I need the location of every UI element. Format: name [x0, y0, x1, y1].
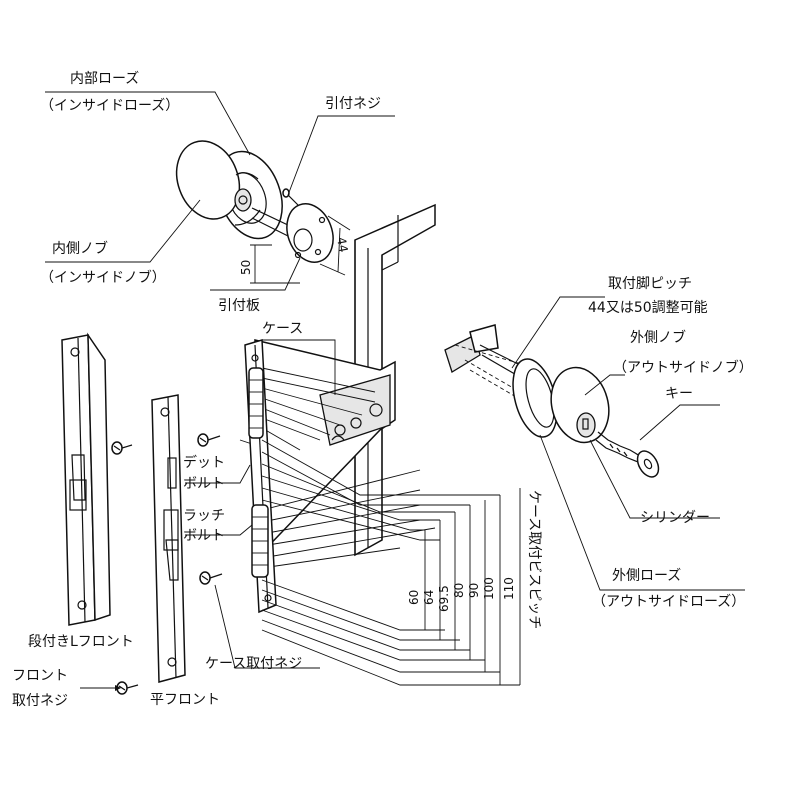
label-mounting-screw: 引付ネジ	[325, 96, 381, 112]
label-inside-knob-alt: （インサイドノブ）	[40, 269, 166, 286]
label-cylinder: シリンダー	[640, 510, 710, 526]
label-dead-bolt-1: デット	[183, 454, 225, 471]
dim-64-label: 64	[422, 590, 436, 605]
dim-80-label: 80	[452, 583, 466, 598]
case-hole	[369, 403, 383, 417]
dim-90-label: 90	[467, 583, 481, 598]
label-inside-rose: 内部ローズ	[70, 71, 139, 87]
label-flat-front: 平フロント	[150, 692, 220, 708]
dimension-44-plate: 44	[319, 215, 350, 276]
dim-69-5-label: 69.5	[437, 585, 451, 612]
key-part	[595, 431, 660, 478]
case-mounting-screw-top	[197, 433, 221, 447]
dim-110-label: 110	[502, 577, 516, 600]
dim-60-label: 60	[407, 590, 421, 605]
dim-44-label: 44	[334, 236, 350, 253]
mounting-plate	[286, 203, 334, 263]
label-inside-rose-alt: （インサイドローズ）	[40, 98, 179, 114]
case-face-plate	[244, 339, 277, 614]
inside-knob-assembly	[175, 140, 291, 240]
cylinder	[576, 412, 596, 438]
label-inside-knob: 内側ノブ	[52, 240, 108, 257]
label-outside-rose-alt: （アウトサイドローズ）	[592, 594, 745, 610]
flat-front	[151, 394, 186, 683]
stepped-l-front	[61, 332, 111, 626]
dead-bolt	[248, 367, 264, 439]
inside-knob	[175, 140, 241, 220]
latch-bolt	[251, 504, 269, 578]
label-outside-knob: 外側ノブ	[630, 329, 686, 346]
case-hole	[350, 417, 362, 429]
dim-50-label: 50	[239, 260, 253, 275]
dimension-50: 50	[239, 244, 300, 284]
label-latch-bolt-1: ラッチ	[183, 508, 225, 524]
outside-knob-assembly	[444, 324, 610, 444]
mounting-screw-part	[282, 188, 299, 206]
label-case-screw: ケース取付ネジ	[205, 656, 302, 672]
label-outside-rose: 外側ローズ	[612, 568, 681, 584]
label-case-screw-pitch: ケース取付ビスピッチ	[526, 490, 542, 629]
leader-lines	[45, 91, 745, 691]
label-front-screw-1: フロント	[12, 668, 68, 684]
label-key: キー	[665, 386, 693, 402]
front-mounting-screw	[111, 441, 133, 455]
label-front-screw-2: 取付ネジ	[12, 693, 68, 709]
label-leg-pitch-note: 44又は50調整可能	[588, 300, 708, 316]
label-case: ケース	[262, 321, 303, 337]
dim-100-label: 100	[482, 577, 496, 600]
outside-knob	[550, 366, 610, 444]
label-dead-bolt-2: ボルト	[183, 476, 225, 492]
label-outside-knob-alt: （アウトサイドノブ）	[613, 359, 753, 376]
label-mounting-plate: 引付板	[218, 298, 260, 314]
label-leg-pitch: 取付脚ピッチ	[608, 276, 692, 292]
perspective-lines	[239, 367, 436, 569]
dimension-lines	[261, 439, 521, 686]
label-latch-bolt-2: ボルト	[183, 528, 225, 544]
label-stepped-front: 段付きLフロント	[28, 634, 134, 650]
case-mounting-screw-bottom	[199, 571, 223, 585]
